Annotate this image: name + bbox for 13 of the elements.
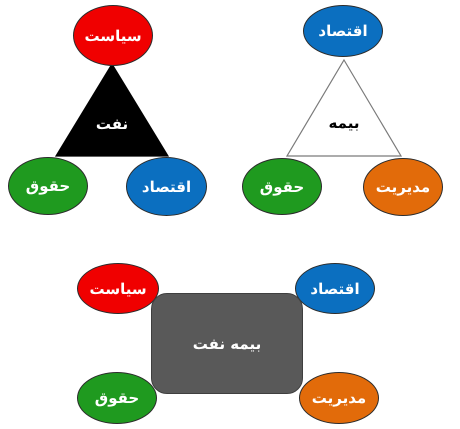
topic-ellipse: حقوق [8, 157, 88, 215]
topic-rounded-rectangle: بیمه نفت [151, 293, 303, 394]
topic-ellipse: اقتصاد [295, 263, 375, 314]
topic-ellipse: اقتصاد [126, 157, 207, 216]
topic-ellipse: سیاست [73, 5, 153, 66]
topic-ellipse: حقوق [242, 158, 322, 215]
topic-ellipse: اقتصاد [303, 5, 383, 57]
topic-ellipse: مدیریت [299, 372, 379, 424]
topic-ellipse: حقوق [77, 372, 157, 424]
topic-ellipse: سیاست [77, 263, 159, 314]
topic-triangle: بیمه [286, 59, 402, 157]
topic-ellipse: مدیریت [363, 158, 443, 216]
topic-triangle: نفت [55, 63, 169, 157]
